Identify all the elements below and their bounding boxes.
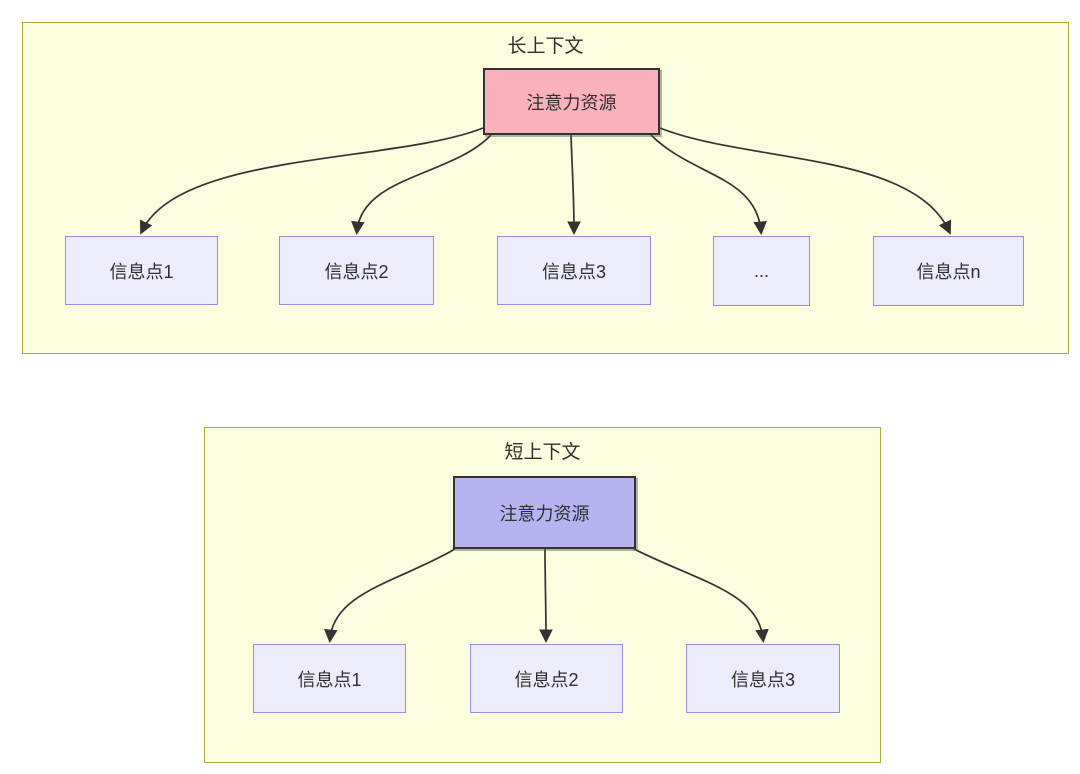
info-point-3-short: 信息点3: [686, 644, 840, 713]
info-point-ellipsis-long: ...: [713, 236, 810, 306]
info-point-1-short: 信息点1: [253, 644, 406, 713]
short-context-title: 短上下文: [504, 442, 581, 463]
info-point-n-long: 信息点n: [873, 236, 1024, 306]
attention-resource-node-long: 注意力资源: [483, 68, 660, 135]
info-point-3-long: 信息点3: [497, 236, 651, 305]
info-point-2-short: 信息点2: [470, 644, 623, 713]
info-point-1-long: 信息点1: [65, 236, 218, 305]
long-context-title: 长上下文: [507, 36, 584, 57]
info-point-2-long: 信息点2: [279, 236, 434, 305]
attention-resource-node-short: 注意力资源: [453, 476, 636, 549]
